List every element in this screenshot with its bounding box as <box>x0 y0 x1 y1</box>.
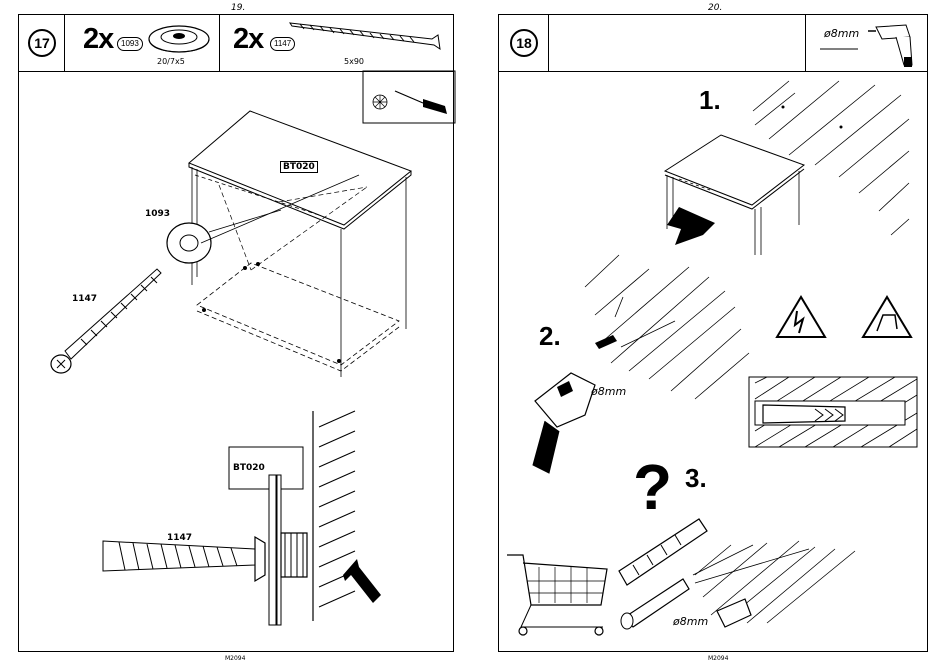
page-number: 20. <box>708 3 722 13</box>
footer-code: M2094 <box>225 655 245 662</box>
step-two-label: 2. <box>539 321 561 352</box>
detail-panel-label: BT020 <box>233 463 265 473</box>
question-mark: ? <box>633 455 672 519</box>
detail-screw-label: 1147 <box>167 533 192 543</box>
screw-label: 1147 <box>72 294 97 304</box>
panel-code-label: BT020 <box>280 161 318 173</box>
step-three-label: 3. <box>685 463 707 494</box>
drill-bit-label: ø8mm <box>591 385 626 398</box>
page-frame: 17 2x 1093 20/7x5 2x 1147 5x90 <box>18 14 454 652</box>
washer-label: 1093 <box>145 209 170 219</box>
assembly-illustration <box>19 15 455 653</box>
footer-code: M2094 <box>708 655 728 662</box>
page-number: 19. <box>231 3 245 13</box>
page-frame: 18 ø8mm <box>498 14 928 652</box>
plug-size-label: ø8mm <box>673 615 708 628</box>
right-page: 20. 18 ø8mm <box>480 0 950 667</box>
step-one-label: 1. <box>699 85 721 116</box>
left-page: 19. 17 2x 1093 20/7x5 2x 1147 5x90 <box>0 0 475 667</box>
